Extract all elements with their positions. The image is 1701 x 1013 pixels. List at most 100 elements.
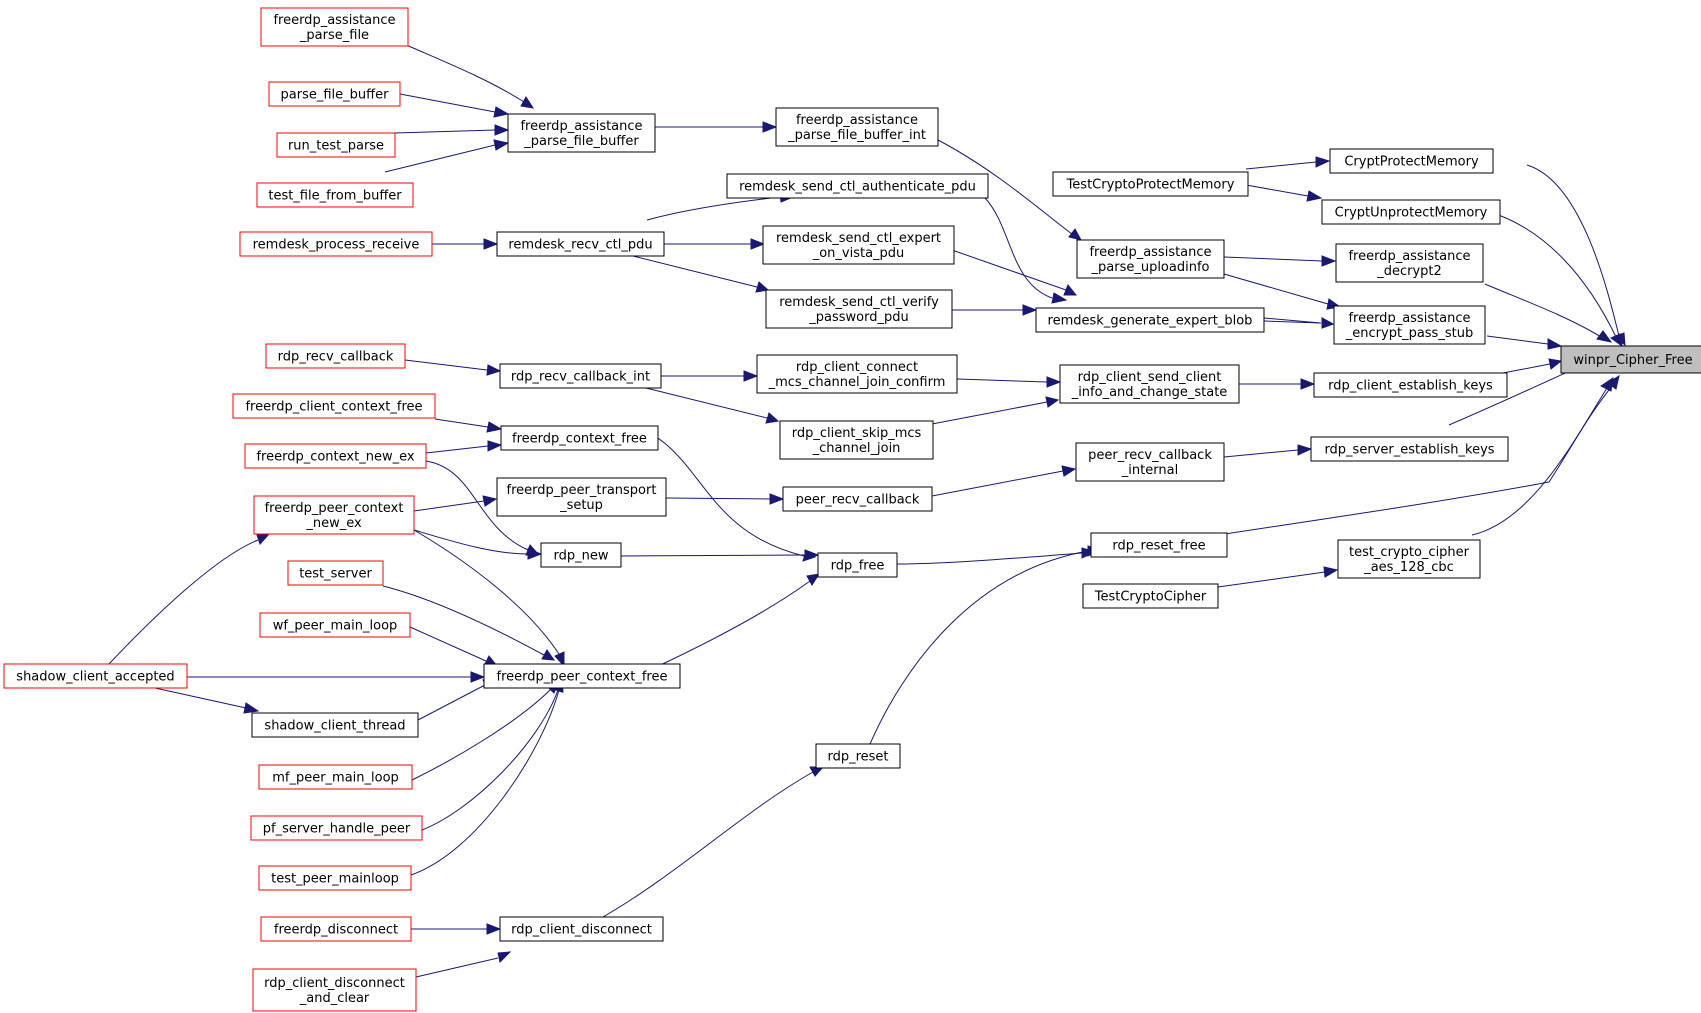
node-rdp-reset-free[interactable]: rdp_reset_free (1090, 532, 1228, 558)
edge-line (869, 550, 1089, 745)
edge-line (1471, 387, 1608, 536)
node-rdp-reset[interactable]: rdp_reset (815, 743, 901, 769)
arrowhead (493, 139, 510, 151)
node-remdesk-send-ctl-expert-on-vista-pdu[interactable]: remdesk_send_ctl_expert_on_vista_pdu (762, 225, 955, 265)
node-rdp-new[interactable]: rdp_new (540, 542, 622, 568)
arrowhead (470, 671, 486, 683)
node-label: _on_vista_pdu (812, 246, 905, 261)
node-wf-peer-main-loop[interactable]: wf_peer_main_loop (259, 612, 411, 638)
node-freerdp-assistance-parse-uploadinfo[interactable]: freerdp_assistance_parse_uploadinfo (1076, 239, 1225, 279)
edge-line (1502, 363, 1551, 374)
call-edge (937, 139, 1082, 241)
node-freerdp-assistance-decrypt2[interactable]: freerdp_assistance_decrypt2 (1335, 243, 1484, 283)
node-freerdp-peer-context-free[interactable]: freerdp_peer_context_free (483, 663, 681, 689)
node-shadow-client-accepted[interactable]: shadow_client_accepted (3, 663, 188, 689)
edge-line (1486, 335, 1549, 345)
node-label: freerdp_context_free (512, 432, 647, 447)
node-label: TestCryptoProtectMemory (1066, 178, 1235, 193)
call-edge (394, 124, 510, 136)
node-label: CryptProtectMemory (1344, 155, 1479, 170)
node-freerdp-client-context-free[interactable]: freerdp_client_context_free (232, 393, 436, 419)
edge-line (394, 129, 496, 134)
node-label: rdp_free (831, 559, 885, 574)
node-box (499, 916, 664, 942)
arrowhead (802, 550, 817, 562)
node-box (251, 712, 419, 738)
call-edge (410, 677, 564, 876)
node-remdesk-generate-expert-blob[interactable]: remdesk_generate_expert_blob (1035, 307, 1265, 333)
node-rdp-client-connect-mcs-channel-join-confirm[interactable]: rdp_client_connect_mcs_channel_join_conf… (756, 354, 958, 394)
node-remdesk-recv-ctl-pdu[interactable]: remdesk_recv_ctl_pdu (496, 231, 665, 257)
node-cryptunprotectmemory[interactable]: CryptUnprotectMemory (1321, 199, 1501, 225)
node-label: _internal (1121, 463, 1178, 478)
node-rdp-server-establish-keys[interactable]: rdp_server_establish_keys (1310, 436, 1509, 462)
arrowhead (750, 238, 766, 250)
node-rdp-client-skip-mcs-channel-join[interactable]: rdp_client_skip_mcs_channel_join (779, 420, 934, 460)
node-freerdp-peer-transport-setup[interactable]: freerdp_peer_transport_setup (496, 477, 667, 517)
edge-line (1223, 449, 1299, 458)
call-edge (409, 626, 499, 667)
node-label: rdp_client_connect (796, 360, 918, 375)
call-edge (931, 465, 1077, 497)
node-label: _parse_file_buffer_int (787, 128, 926, 143)
node-label: _mcs_channel_join_confirm (768, 375, 946, 390)
arrowhead (497, 951, 512, 963)
node-rdp-client-establish-keys[interactable]: rdp_client_establish_keys (1313, 372, 1508, 398)
node-freerdp-assistance-parse-file-buffer-int[interactable]: freerdp_assistance_parse_file_buffer_int (775, 107, 939, 147)
node-rdp-recv-callback[interactable]: rdp_recv_callback (265, 343, 406, 369)
node-box (756, 354, 958, 394)
node-box (496, 477, 667, 517)
call-edge (413, 529, 543, 560)
node-freerdp-disconnect[interactable]: freerdp_disconnect (260, 916, 412, 942)
call-edge (404, 359, 502, 376)
node-remdesk-process-receive[interactable]: remdesk_process_receive (239, 231, 433, 257)
edge-line (1217, 571, 1326, 588)
node-shadow-client-thread[interactable]: shadow_client_thread (251, 712, 419, 738)
node-test-crypto-cipher-aes-128-cbc[interactable]: test_crypto_cipher_aes_128_cbc (1337, 539, 1481, 579)
node-label: mf_peer_main_loop (272, 771, 399, 786)
node-rdp-client-disconnect-and-clear[interactable]: rdp_client_disconnect_and_clear (252, 968, 417, 1012)
node-rdp-client-disconnect[interactable]: rdp_client_disconnect (499, 916, 664, 942)
node-winpr-cipher-free[interactable]: winpr_Cipher_Free (1560, 345, 1701, 374)
edge-line (956, 378, 1048, 383)
node-label: rdp_client_disconnect (264, 976, 405, 991)
call-edge (1223, 273, 1342, 310)
node-freerdp-context-free[interactable]: freerdp_context_free (500, 425, 659, 451)
node-label: freerdp_assistance (1348, 249, 1470, 264)
node-testcryptocipher[interactable]: TestCryptoCipher (1082, 583, 1219, 609)
node-freerdp-assistance-encrypt-pass-stub[interactable]: freerdp_assistance_encrypt_pass_stub (1333, 305, 1486, 345)
node-box (1337, 539, 1481, 579)
node-box (483, 663, 681, 689)
node-cryptprotectmemory[interactable]: CryptProtectMemory (1329, 148, 1494, 174)
node-freerdp-context-new-ex[interactable]: freerdp_context_new_ex (244, 443, 427, 469)
node-freerdp-assistance-parse-file-buffer[interactable]: freerdp_assistance_parse_file_buffer (507, 113, 656, 153)
node-label: _parse_file_buffer (523, 134, 639, 149)
node-box (1076, 239, 1225, 279)
node-test-peer-mainloop[interactable]: test_peer_mainloop (258, 865, 412, 891)
arrowhead (1063, 284, 1078, 296)
node-rdp-recv-callback-int[interactable]: rdp_recv_callback_int (499, 363, 662, 389)
node-parse-file-buffer[interactable]: parse_file_buffer (268, 81, 401, 107)
node-label: run_test_parse (288, 139, 384, 154)
arrowhead (256, 533, 271, 545)
node-box (258, 865, 412, 891)
node-pf-server-handle-peer[interactable]: pf_server_handle_peer (250, 815, 423, 841)
edge-line (1484, 283, 1602, 338)
node-freerdp-peer-context-new-ex[interactable]: freerdp_peer_context_new_ex (253, 495, 415, 535)
node-test-server[interactable]: test_server (287, 560, 384, 586)
call-edge (1239, 378, 1316, 390)
node-rdp-free[interactable]: rdp_free (817, 552, 898, 578)
node-mf-peer-main-loop[interactable]: mf_peer_main_loop (258, 764, 413, 790)
node-remdesk-send-ctl-authenticate-pdu[interactable]: remdesk_send_ctl_authenticate_pdu (726, 173, 989, 199)
nodes: winpr_Cipher_Free CryptProtectMemoryTestC… (3, 7, 1701, 1012)
node-rdp-client-send-client-info-and-change-state[interactable]: rdp_client_send_client_info_and_change_s… (1059, 364, 1240, 404)
node-testcryptoprotectmemory[interactable]: TestCryptoProtectMemory (1052, 171, 1249, 197)
node-freerdp-assistance-parse-file[interactable]: freerdp_assistance_parse_file (260, 7, 409, 47)
node-run-test-parse[interactable]: run_test_parse (276, 132, 396, 158)
arrowhead (1610, 333, 1623, 348)
node-remdesk-send-ctl-verify-password-pdu[interactable]: remdesk_send_ctl_verify_password_pdu (765, 289, 953, 329)
node-peer-recv-callback-internal[interactable]: peer_recv_callback_internal (1075, 442, 1225, 482)
node-test-file-from-buffer[interactable]: test_file_from_buffer (256, 182, 414, 208)
node-label: freerdp_disconnect (274, 923, 398, 938)
node-peer-recv-callback[interactable]: peer_recv_callback (782, 486, 933, 512)
